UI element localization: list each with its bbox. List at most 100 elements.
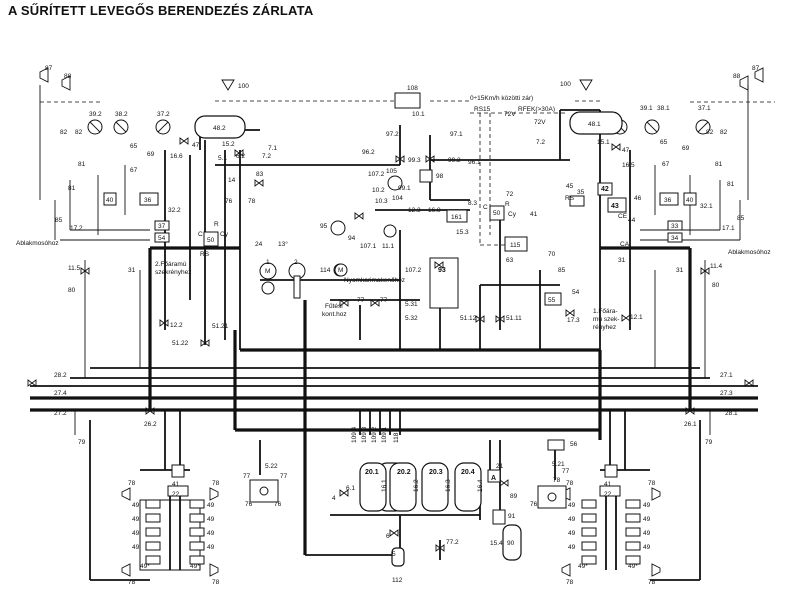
label-109-2: 109.2 (371, 426, 378, 443)
label-C: C (483, 204, 488, 211)
label-99-2: 99.2 (448, 157, 461, 164)
label-39-1: 39.1 (640, 105, 653, 112)
label-77: 77 (380, 297, 388, 304)
label-31: 31 (618, 257, 626, 264)
label-49: 49 (132, 544, 140, 551)
label-80: 80 (68, 287, 76, 294)
label-76: 76 (245, 501, 253, 508)
label-16-5: 16.5 (622, 162, 635, 169)
label-100: 100 (238, 83, 249, 90)
label-78: 78 (648, 480, 656, 487)
label-96-1: 96.1 (468, 159, 481, 166)
label-A: A (491, 475, 496, 482)
compressor-motor (259, 262, 348, 299)
label-5: 5 (392, 551, 396, 558)
label-41: 41 (172, 481, 180, 488)
label-7-2-right: 7.2 (536, 139, 545, 146)
label-94: 94 (348, 235, 356, 242)
label-28-2: 28.2 (54, 372, 67, 379)
label-27-3: 27.3 (720, 390, 733, 397)
label-20-1: 20.1 (365, 469, 379, 476)
label-77-2: 77.2 (446, 539, 459, 546)
label-41: 41 (604, 481, 612, 488)
label-77: 77 (280, 473, 288, 480)
label-95: 95 (320, 223, 328, 230)
label-104: 104 (392, 195, 403, 202)
label-77: 77 (562, 468, 570, 475)
label-38-2: 38.2 (115, 111, 128, 118)
label-82: 82 (706, 129, 714, 136)
label-1-foaramu: 1.Főára- (593, 308, 618, 315)
label-41: 41 (530, 211, 538, 218)
horn-icons (39, 67, 764, 91)
label-107-1: 107.1 (360, 243, 377, 250)
label-72v: 72V (534, 119, 546, 126)
label-16-8: 16.8 (428, 207, 441, 214)
label-78: 78 (128, 480, 136, 487)
label-35: 35 (577, 189, 585, 196)
label-16-2: 16.2 (413, 479, 420, 492)
label-8-3: 8.3 (468, 200, 477, 207)
label-6-2: 6.2 (236, 153, 245, 160)
label-5-21: 5.21 (552, 461, 565, 468)
label-98: 98 (436, 173, 444, 180)
label-78: 78 (212, 480, 220, 487)
label-37: 37 (158, 223, 166, 230)
label-16-3: 16.3 (445, 479, 452, 492)
label-105: 105 (386, 168, 397, 175)
label-42: 42 (601, 186, 609, 193)
label-13-deg: 13° (278, 240, 288, 248)
label-51-21: 51.21 (212, 323, 229, 330)
label-2: 2 (294, 259, 298, 266)
label-11-4: 11.4 (710, 263, 723, 270)
label-17-3: 17.3 (567, 317, 580, 324)
label-7-2: 7.2 (262, 153, 271, 160)
label-20-3: 20.3 (429, 469, 443, 476)
label-112: 112 (392, 577, 403, 584)
label-97-2: 97.2 (386, 131, 399, 138)
label-49: 49 (643, 530, 651, 537)
label-81: 81 (68, 185, 76, 192)
label-31: 31 (128, 267, 136, 274)
label-Cy: Cy (508, 211, 517, 218)
label-22: 22 (172, 491, 180, 498)
label-91: 91 (508, 513, 516, 520)
label-49-star: 49* (628, 563, 638, 570)
label-87: 87 (45, 65, 53, 72)
label-4: 4 (332, 495, 336, 502)
label-79: 79 (705, 439, 713, 446)
label-5-31: 5.31 (405, 301, 418, 308)
label-37-2: 37.2 (157, 111, 170, 118)
label-51-11: 51.11 (506, 315, 522, 322)
label-20-2: 20.2 (397, 469, 411, 476)
label-107-2: 107.2 (405, 267, 422, 274)
label-16-6: 16.6 (170, 153, 183, 160)
diagram-title: A SŰRÍTETT LEVEGŐS BERENDEZÉS ZÁRLATA (8, 3, 314, 18)
label-49: 49 (132, 530, 140, 537)
label-44: 44 (628, 217, 636, 224)
label-67: 67 (130, 167, 138, 174)
label-82: 82 (60, 129, 68, 136)
label-34: 34 (671, 235, 679, 242)
label-rfek: RFEK(>30A) (518, 106, 555, 113)
label-78: 78 (566, 480, 574, 487)
label-1: 1 (266, 259, 270, 266)
label-70: 70 (548, 251, 556, 258)
label-99-1: 99.1 (398, 185, 411, 192)
label-32-1: 32.1 (700, 203, 713, 210)
label-28-1: 28.1 (725, 410, 738, 417)
label-31: 31 (676, 267, 684, 274)
label-M: M (265, 268, 270, 275)
label-12-1: 12.1 (630, 314, 643, 321)
label-87: 87 (752, 65, 760, 72)
label-5-1: 5.1 (218, 155, 227, 162)
label-81: 81 (78, 161, 86, 168)
label-33: 33 (671, 223, 679, 230)
label-69: 69 (147, 151, 155, 158)
label-76: 76 (274, 501, 282, 508)
label-78: 78 (248, 198, 256, 205)
label-RS-right: RS (565, 195, 575, 202)
label-11-1: 11.1 (382, 243, 395, 250)
label-16-1: 16.1 (381, 479, 388, 492)
label-R: R (214, 221, 219, 228)
